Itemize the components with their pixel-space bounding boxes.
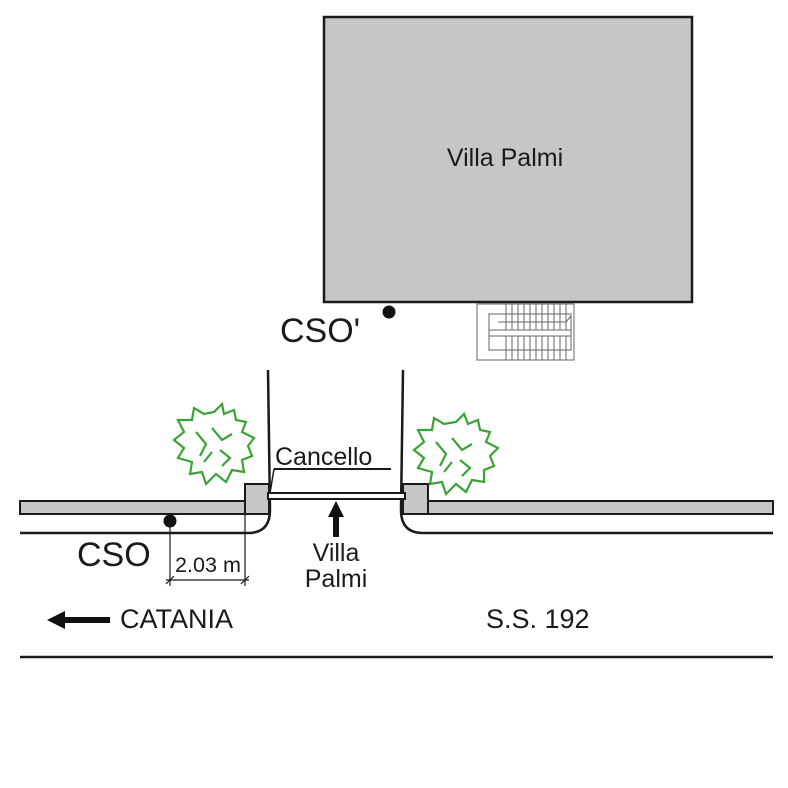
direction-label: CATANIA [120,604,233,634]
cso-point: CSO [77,514,177,574]
entrance-label-line1: Villa [313,539,360,567]
gate: Cancello [267,443,406,500]
cso-prime-label: CSO' [280,312,360,350]
gate-label: Cancello [275,443,372,471]
entrance-label-line2: Palmi [305,565,368,593]
dimension-label: 2.03 m [175,554,241,577]
dimension-2-03m [165,514,250,586]
staircase [476,303,575,361]
boundary-wall [19,483,774,515]
tree-left [172,401,256,487]
cso-label: CSO [77,536,151,574]
villa-palmi-building: Villa Palmi [322,15,694,304]
entrance-arrow [328,501,344,537]
cso-prime-point: CSO' [280,305,396,350]
road-label: S.S. 192 [486,604,590,634]
tree-right [412,412,500,497]
direction-arrow-left [47,611,110,629]
building-name: Villa Palmi [447,144,563,172]
